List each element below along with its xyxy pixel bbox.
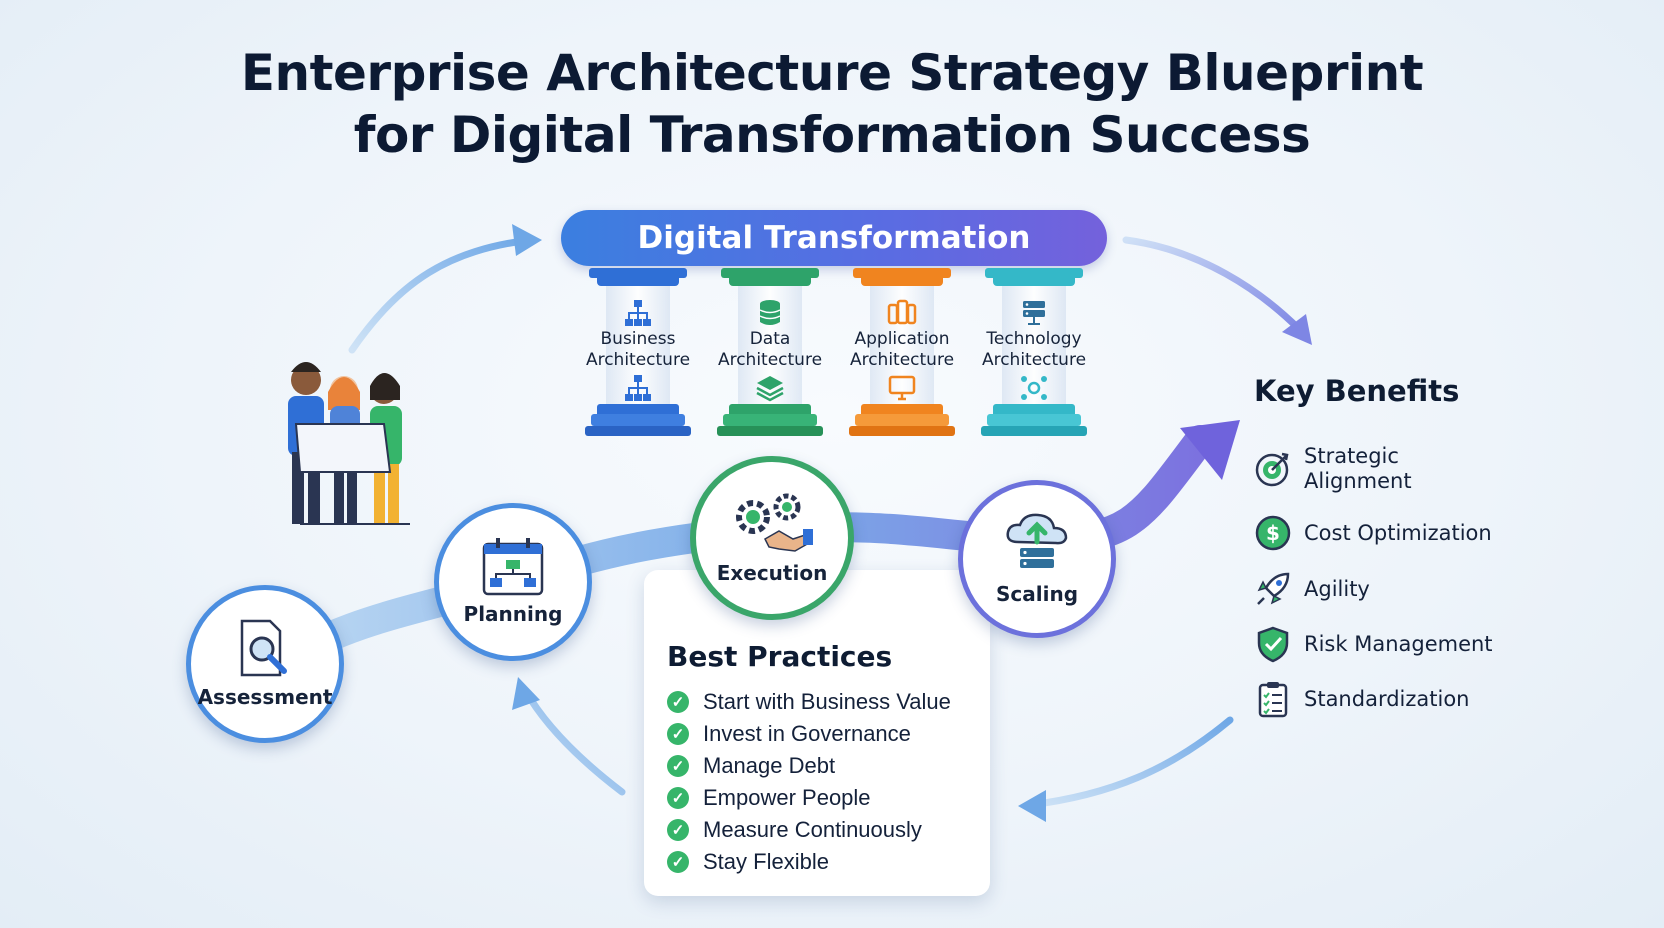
network-icon <box>1021 376 1047 400</box>
check-icon: ✓ <box>667 819 689 841</box>
pillar-label-application: Application Architecture <box>849 329 955 370</box>
list-item: ✓Stay Flexible <box>667 846 951 878</box>
gears-handshake-icon <box>736 493 813 552</box>
stage-label: Execution <box>716 561 828 585</box>
page-title: Enterprise Architecture Strategy Bluepri… <box>0 42 1664 166</box>
shield-check-icon <box>1257 626 1289 663</box>
flow-arrowhead <box>1180 420 1240 480</box>
benefit-item: Risk Management <box>1254 625 1493 663</box>
pillar-business <box>585 268 691 440</box>
benefit-label: Risk Management <box>1304 631 1493 656</box>
devices-icon <box>887 299 917 325</box>
arc-arrow-up-left <box>521 686 626 796</box>
stage-assessment: Assessment <box>186 585 344 743</box>
list-item: ✓Empower People <box>667 782 951 814</box>
target-icon <box>1255 452 1289 487</box>
pillar-label-technology: Technology Architecture <box>981 329 1087 370</box>
stage-planning: Planning <box>434 503 592 661</box>
pillar-application <box>849 268 955 440</box>
best-practices-card <box>644 570 990 896</box>
arc-arrow-down-right <box>1122 236 1304 334</box>
benefit-label: Cost Optimization <box>1304 520 1492 545</box>
title-line-1: Enterprise Architecture Strategy Bluepri… <box>240 44 1424 102</box>
benefit-label: Strategic Alignment <box>1304 444 1412 493</box>
check-icon: ✓ <box>667 787 689 809</box>
rocket-icon <box>1257 572 1290 605</box>
check-icon: ✓ <box>667 755 689 777</box>
svg-text:$: $ <box>1266 521 1280 545</box>
best-practices-list: ✓Start with Business Value ✓Invest in Go… <box>667 686 951 878</box>
arc-arrow-back <box>1026 716 1234 809</box>
stage-execution: Execution <box>690 456 854 620</box>
stage-scaling: Scaling <box>958 480 1116 638</box>
list-item: ✓Start with Business Value <box>667 686 951 718</box>
check-icon: ✓ <box>667 691 689 713</box>
clipboard-checklist-icon <box>1258 682 1288 718</box>
calendar-flow-icon <box>482 538 544 596</box>
list-item: ✓Measure Continuously <box>667 814 951 846</box>
dollar-coin-icon: $ <box>1255 515 1291 551</box>
list-item: ✓Invest in Governance <box>667 718 951 750</box>
pillar-technology <box>981 268 1087 440</box>
benefit-label: Standardization <box>1304 686 1470 711</box>
pillar-label-data: Data Architecture <box>717 329 823 370</box>
team-illustration-icon <box>288 362 410 525</box>
benefit-item: Standardization <box>1254 680 1470 718</box>
stage-label: Assessment <box>197 685 333 709</box>
stage-label: Planning <box>463 602 563 626</box>
layers-icon <box>756 376 784 402</box>
check-icon: ✓ <box>667 851 689 873</box>
benefit-item: $ Cost Optimization <box>1254 514 1492 552</box>
magnifier-document-icon <box>240 619 287 677</box>
pillar-label-business: Business Architecture <box>585 329 691 370</box>
org-chart-icon <box>625 375 651 401</box>
benefit-item: Agility <box>1254 570 1370 608</box>
list-item: ✓Manage Debt <box>667 750 951 782</box>
key-benefits-title: Key Benefits <box>1254 374 1460 408</box>
benefit-label: Agility <box>1304 576 1370 601</box>
database-icon <box>759 300 781 325</box>
cloud-upload-server-icon <box>1006 513 1068 568</box>
org-chart-icon <box>625 300 651 326</box>
benefit-item: Strategic Alignment <box>1254 444 1434 494</box>
title-line-2: for Digital Transformation Success <box>353 106 1311 164</box>
check-icon: ✓ <box>667 723 689 745</box>
banner-label: Digital Transformation <box>637 220 1031 256</box>
digital-transformation-banner: Digital Transformation <box>561 210 1107 266</box>
stage-label: Scaling <box>995 582 1079 606</box>
best-practices-title: Best Practices <box>667 640 893 673</box>
server-icon <box>1023 301 1045 325</box>
pillar-data <box>717 268 823 440</box>
arc-arrow-up <box>348 236 534 354</box>
monitor-icon <box>888 375 916 401</box>
